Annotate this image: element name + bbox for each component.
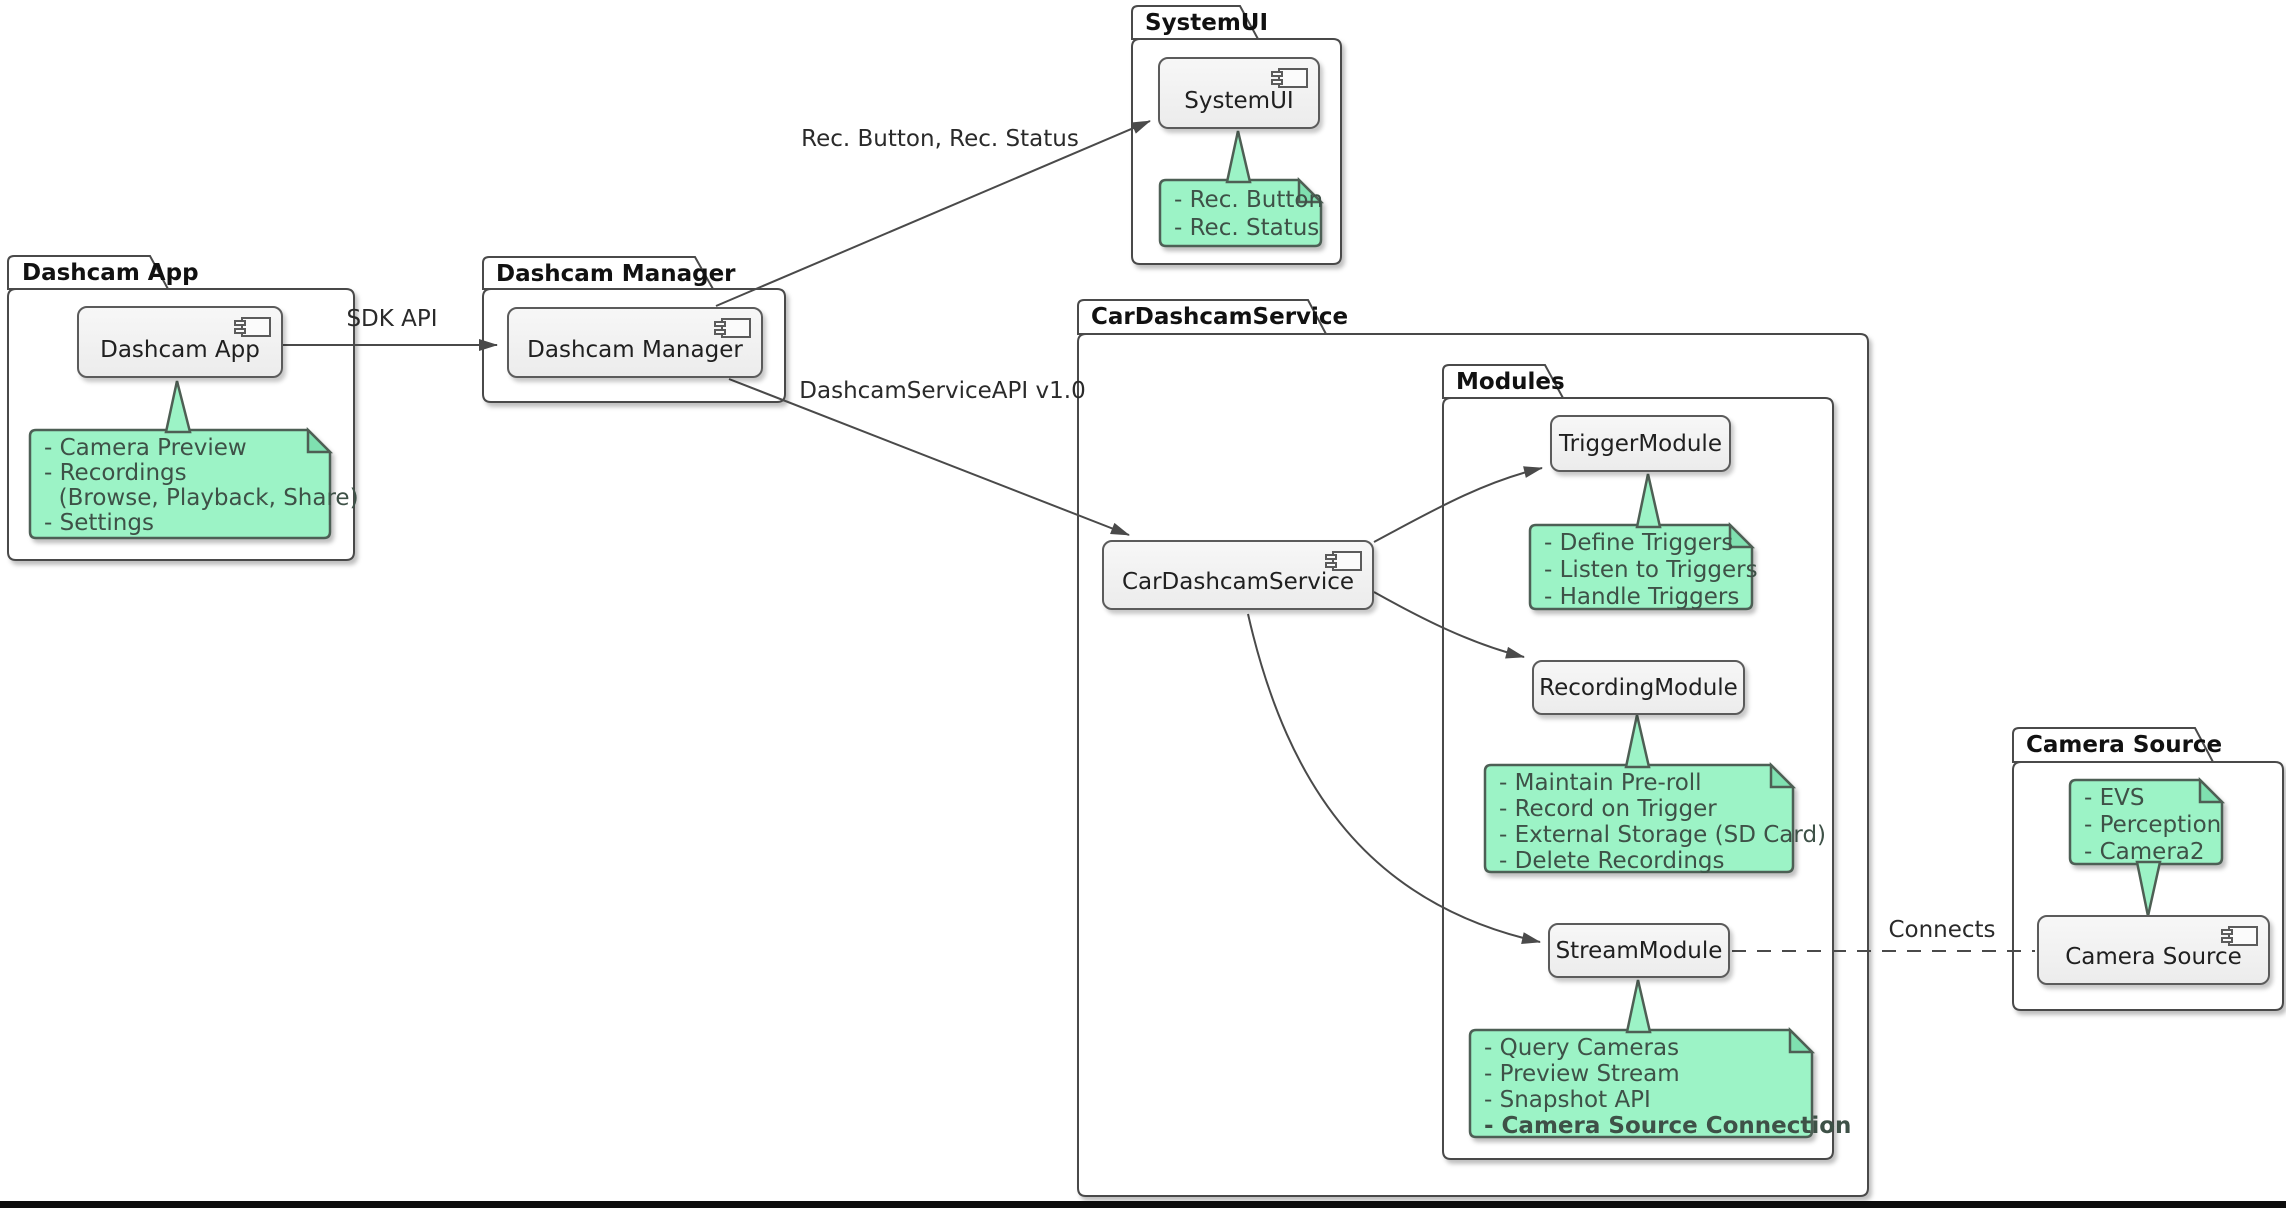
component-label: TriggerModule <box>1559 430 1722 457</box>
edge-label-connects: Connects <box>1888 917 1996 943</box>
note-line: - External Storage (SD Card) <box>1499 822 1827 848</box>
component-recording-module: RecordingModule <box>1532 660 1745 715</box>
note-line: - Settings <box>44 510 154 536</box>
note-line: - Snapshot API <box>1484 1087 1651 1113</box>
note-line: - Rec. Button <box>1174 187 1324 213</box>
edge-label-rec-button-status: Rec. Button, Rec. Status <box>801 126 1079 152</box>
note-line: - Record on Trigger <box>1499 796 1717 822</box>
component-stream-module: StreamModule <box>1548 923 1730 978</box>
note-systemui: - Rec. Button - Rec. Status <box>1174 186 1323 242</box>
component-icon <box>2221 926 2258 946</box>
edge-rec-button-status <box>715 120 1151 307</box>
component-label: Dashcam Manager <box>527 337 743 363</box>
note-systemui-shape <box>1158 130 1325 248</box>
component-label: SystemUI <box>1184 88 1294 114</box>
note-line-bold: - Camera Source Connection <box>1484 1113 1852 1139</box>
component-dashcam-app: Dashcam App <box>77 306 283 378</box>
edge-to-trigger-module <box>1373 466 1543 543</box>
note-recording-module: - Maintain Pre-roll - Record on Trigger … <box>1499 770 1826 874</box>
note-line: - Handle Triggers <box>1544 584 1740 610</box>
component-label: Dashcam App <box>100 337 260 363</box>
package-title-dashcam-app: Dashcam App <box>22 260 199 286</box>
component-label: Camera Source <box>2065 944 2242 970</box>
note-trigger-module: - Define Triggers - Listen to Triggers -… <box>1544 530 1758 611</box>
package-title-dashcam-manager: Dashcam Manager <box>496 261 736 287</box>
component-label: RecordingModule <box>1539 674 1738 701</box>
component-systemui: SystemUI <box>1158 57 1320 129</box>
note-stream-module: - Query Cameras - Preview Stream - Snaps… <box>1484 1035 1851 1139</box>
package-title-systemui: SystemUI <box>1145 10 1269 36</box>
component-icon <box>234 317 271 337</box>
component-dashcam-manager: Dashcam Manager <box>507 307 763 378</box>
edge-label-dashcam-service-api: DashcamServiceAPI v1.0 <box>799 378 1086 404</box>
note-line: (Browse, Playback, Share) <box>44 485 359 511</box>
note-line: - Define Triggers <box>1544 530 1734 556</box>
bottom-bar <box>0 1201 2286 1208</box>
component-label: StreamModule <box>1555 937 1723 964</box>
note-camera-source-shape <box>2068 776 2226 917</box>
package-title-modules: Modules <box>1456 369 1565 395</box>
note-line: - Delete Recordings <box>1499 848 1725 874</box>
note-line: - Camera Preview <box>44 435 247 461</box>
edge-dashcam-service-api <box>728 378 1130 536</box>
note-camera-source: - EVS - Perception - Camera2 <box>2084 785 2221 866</box>
component-icon <box>1271 68 1308 88</box>
note-recording-module-shape <box>1483 714 1797 874</box>
component-icon <box>1325 551 1362 571</box>
note-line: - Preview Stream <box>1484 1061 1680 1087</box>
note-line: - Perception <box>2084 812 2222 838</box>
package-title-car-dashcam-service: CarDashcamService <box>1091 304 1349 330</box>
note-line: - Recordings <box>44 460 187 486</box>
edge-to-recording-module <box>1373 591 1525 659</box>
note-dashcam-app: - Camera Preview - Recordings (Browse, P… <box>44 436 359 536</box>
note-line: - Camera2 <box>2084 839 2205 865</box>
edge-to-stream-module <box>1247 613 1541 944</box>
note-line: - Rec. Status <box>1174 215 1320 241</box>
component-label: CarDashcamService <box>1121 569 1355 595</box>
note-line: - Maintain Pre-roll <box>1499 770 1702 796</box>
component-icon <box>714 318 751 338</box>
note-line: - Listen to Triggers <box>1544 557 1758 583</box>
package-title-camera-source: Camera Source <box>2026 732 2223 758</box>
edge-label-sdk-api: SDK API <box>346 306 438 332</box>
note-line: - EVS <box>2084 785 2145 811</box>
note-stream-module-shape <box>1468 979 1816 1139</box>
note-trigger-module-shape <box>1528 473 1756 611</box>
component-camera-source: Camera Source <box>2037 915 2270 985</box>
note-line: - Query Cameras <box>1484 1035 1680 1061</box>
note-dashcam-app-shape <box>28 380 334 540</box>
component-car-dashcam-service: CarDashcamService <box>1102 540 1374 610</box>
component-trigger-module: TriggerModule <box>1550 415 1731 472</box>
